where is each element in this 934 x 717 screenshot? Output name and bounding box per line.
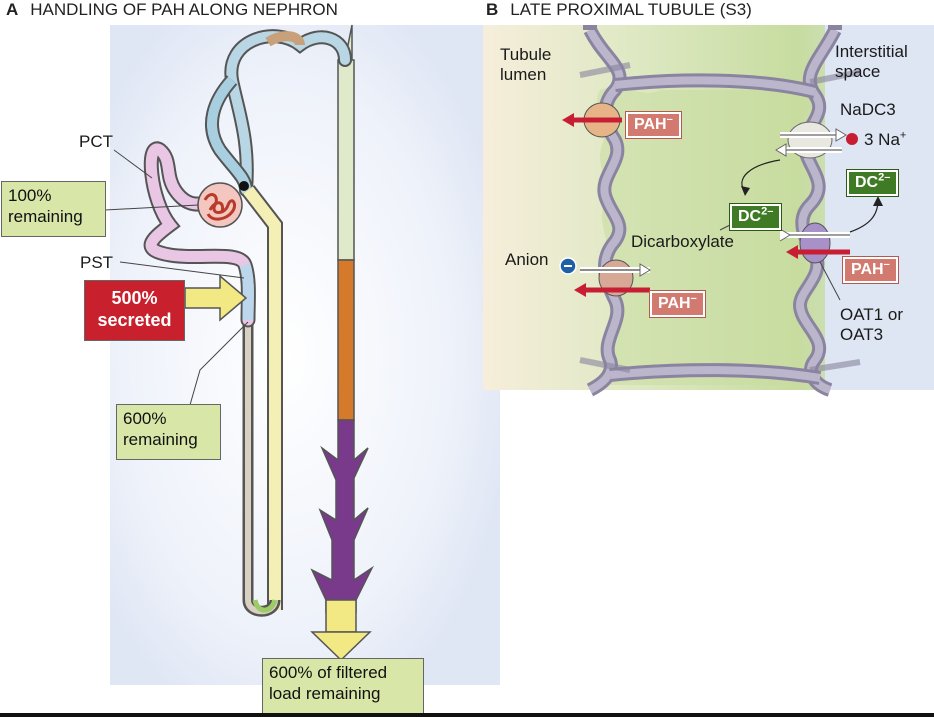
oat-line1: OAT1 or	[840, 305, 903, 324]
remaining-600-box: 600% remaining	[116, 404, 221, 460]
anion-label: Anion	[505, 250, 549, 269]
dc-cell-text: DC	[738, 208, 762, 225]
dc-chip-interstitial: DC2–	[845, 169, 900, 197]
interstitial-label: Interstitial space	[835, 42, 908, 82]
apical-pah-transporter	[562, 102, 622, 138]
pah-chip-oat: PAH–	[842, 256, 899, 284]
nadc3-transporter	[775, 121, 847, 159]
pst	[239, 263, 254, 321]
dc-cell-charge: 2–	[761, 205, 774, 218]
pct-leader	[113, 149, 153, 179]
nadc3-label: NaDC3	[840, 100, 896, 119]
panel-b-letter: B	[486, 0, 499, 19]
final-remaining-line2: load remaining	[269, 684, 381, 703]
secreted-value: 500%	[111, 288, 158, 308]
pah-bottom-charge: –	[690, 292, 697, 305]
pah-oat-charge: –	[883, 258, 890, 271]
remaining-100-box: 100% remaining	[1, 181, 106, 237]
pah-chip-top: PAH–	[625, 111, 682, 139]
apical-anion-exchanger	[574, 259, 651, 297]
glomerulus	[197, 181, 249, 228]
panel-b-title: B LATE PROXIMAL TUBULE (S3)	[486, 0, 752, 20]
panel-a-background	[110, 25, 500, 685]
oat-leader	[819, 261, 841, 301]
secretion-arrow	[184, 274, 248, 322]
interstitial-line1: Interstitial	[835, 42, 908, 61]
panel-a-title-text: HANDLING OF PAH ALONG NEPHRON	[30, 0, 338, 19]
pah-oat-text: PAH	[851, 261, 884, 278]
dc-interstitial-text: DC	[855, 174, 879, 191]
remaining600-leader	[189, 321, 249, 406]
final-remaining-line1: 600% of filtered	[269, 663, 388, 682]
panel-a-title: A HANDLING OF PAH ALONG NEPHRON	[6, 0, 338, 20]
dicarboxylate-label: Dicarboxylate	[631, 232, 734, 251]
final-remaining-box: 600% of filtered load remaining	[262, 658, 424, 714]
pah-top-charge: –	[666, 113, 673, 126]
sodium-text: 3 Na	[864, 130, 900, 149]
remaining-100-text: remaining	[8, 207, 83, 226]
pct-label: PCT	[79, 132, 113, 151]
remaining100-leader	[104, 204, 199, 211]
oat-label: OAT1 or OAT3	[840, 305, 903, 345]
pst-leader	[119, 261, 245, 279]
pah-bottom-text: PAH	[658, 295, 691, 312]
secreted-text: secreted	[97, 310, 172, 330]
remaining-100-value: 100%	[8, 186, 52, 205]
sodium-label: 3 Na+	[864, 130, 906, 150]
panel-a-letter: A	[6, 0, 19, 19]
lumen-label: Tubule lumen	[500, 45, 551, 85]
panel-b-title-text: LATE PROXIMAL TUBULE (S3)	[510, 0, 752, 19]
sodium-dot	[846, 133, 858, 145]
secreted-box: 500% secreted	[84, 280, 185, 341]
remaining-600-text: remaining	[123, 430, 198, 449]
dc-interstitial-charge: 2–	[878, 171, 891, 184]
lumen-line1: Tubule	[500, 45, 552, 64]
oat-transporter	[779, 222, 850, 264]
pst-label: PST	[80, 253, 114, 272]
lumen-line2: lumen	[500, 65, 547, 84]
dc-chip-cell: DC2–	[728, 203, 783, 231]
bottom-rule	[0, 713, 934, 717]
oat-line2: OAT3	[840, 325, 884, 344]
sodium-charge: +	[899, 129, 907, 142]
pah-chip-bottom: PAH–	[649, 290, 706, 318]
pah-top-text: PAH	[634, 116, 667, 133]
remaining-600-value: 600%	[123, 409, 167, 428]
interstitial-line2: space	[835, 62, 881, 81]
